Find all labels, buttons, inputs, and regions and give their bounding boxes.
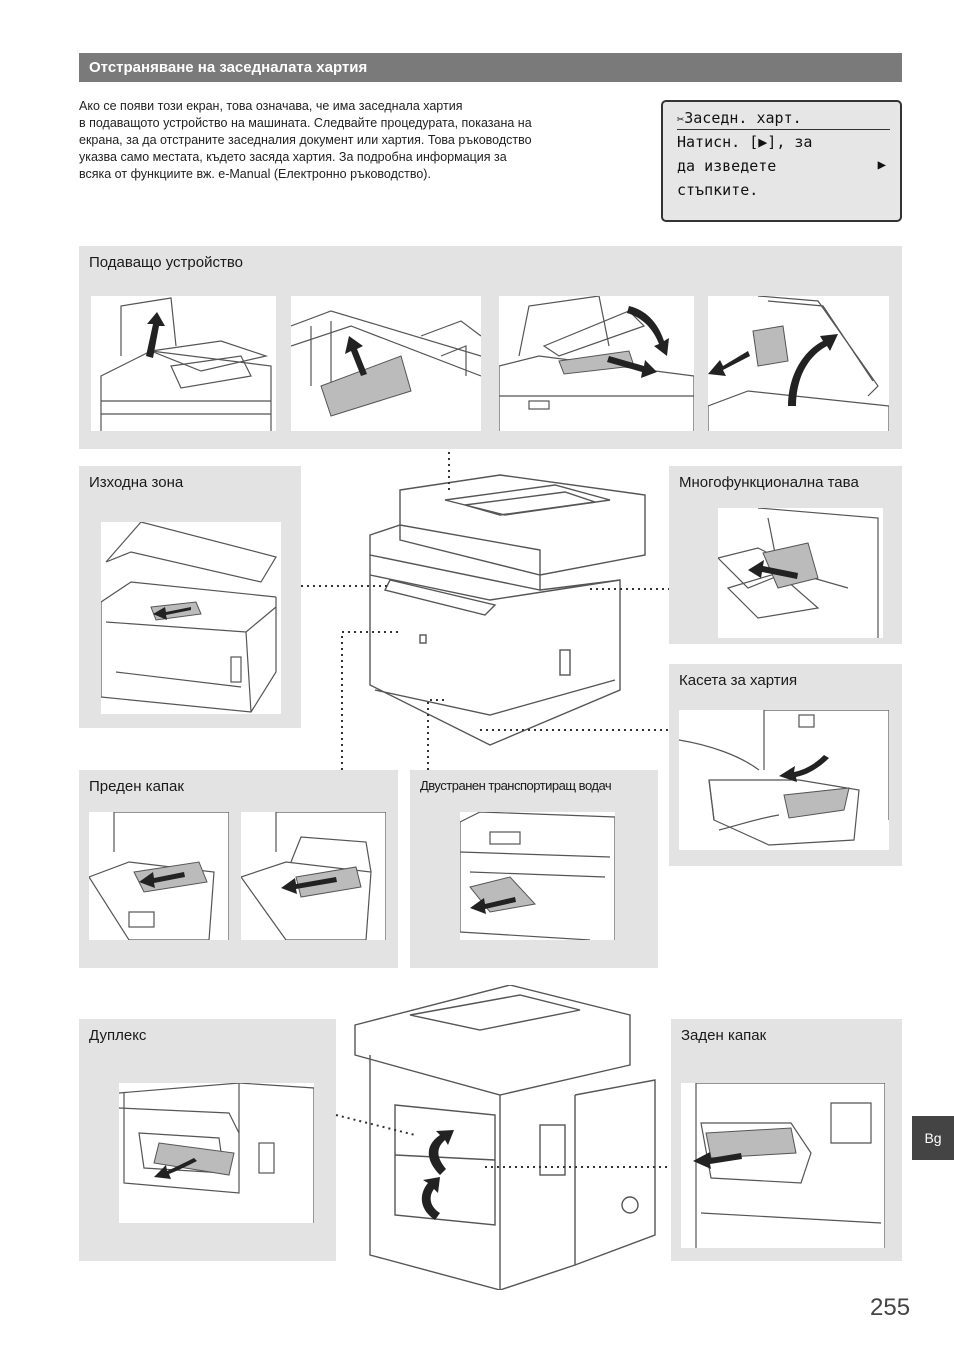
- intro-text: Ако се появи този екран, това означава, …: [79, 98, 639, 183]
- panel-duplex: Дуплекс: [79, 1019, 336, 1261]
- panel-duplex-transport-guide: Двустранен транспортиращ водач: [410, 770, 658, 968]
- feeder-step-2-illustration: [291, 296, 481, 431]
- feeder-step-1-illustration: [91, 296, 276, 431]
- multipurpose-tray-illustration: [718, 508, 883, 638]
- lcd-line-1: ✂Заседн. харт.: [677, 106, 890, 130]
- lcd-next-arrow-icon: ▶: [877, 157, 886, 173]
- panel-front-cover: Преден капак: [79, 770, 398, 968]
- panel-label-front-cover: Преден капак: [89, 778, 184, 795]
- panel-label-rear-cover: Заден капак: [681, 1027, 767, 1044]
- intro-line: екрана, за да отстраните заседналия доку…: [79, 133, 532, 147]
- intro-line: Ако се появи този екран, това означава, …: [79, 99, 463, 113]
- intro-line: указва само местата, където засяда харти…: [79, 150, 507, 164]
- panel-multipurpose-tray: Многофункционална тава: [669, 466, 902, 644]
- paper-cassette-illustration: [679, 710, 889, 850]
- front-cover-step-2-illustration: [241, 812, 386, 940]
- panel-output: Изходна зона: [79, 466, 301, 728]
- lcd-line-3: да изведете: [677, 157, 777, 175]
- panel-label-duplex: Дуплекс: [89, 1027, 147, 1044]
- paper-jam-icon: ✂: [677, 112, 685, 126]
- page-number: 255: [870, 1294, 911, 1321]
- section-title: Отстраняване на заседналата хартия: [79, 53, 902, 82]
- language-tab: Bg: [912, 1116, 954, 1160]
- lcd-line-2: Натисн. [▶], за: [677, 133, 813, 151]
- intro-line: в подаващото устройство на машината. Сле…: [79, 116, 532, 130]
- printer-rear-illustration: [350, 985, 660, 1290]
- lcd-line-4: стъпките.: [677, 181, 759, 199]
- lcd-screen: ✂Заседн. харт. Натисн. [▶], за да изведе…: [661, 100, 902, 222]
- panel-label-multipurpose: Многофункционална тава: [679, 474, 859, 491]
- duplex-transport-guide-illustration: [460, 812, 615, 940]
- printer-front-illustration: [355, 460, 665, 750]
- panel-paper-cassette: Касета за хартия: [669, 664, 902, 866]
- panel-feeder: Подаващо устройство: [79, 246, 902, 449]
- intro-line: всяка от функциите вж. e-Manual (Електро…: [79, 167, 431, 181]
- front-cover-step-1-illustration: [89, 812, 229, 940]
- output-area-illustration: [101, 522, 281, 714]
- panel-label-duplex-transport: Двустранен транспортиращ водач: [420, 778, 612, 793]
- rear-cover-illustration: [681, 1083, 885, 1248]
- panel-label-cassette: Касета за хартия: [679, 672, 798, 689]
- feeder-step-3-illustration: [499, 296, 694, 431]
- panel-rear-cover: Заден капак: [671, 1019, 902, 1261]
- duplex-illustration: [119, 1083, 314, 1223]
- panel-label-feeder: Подаващо устройство: [89, 254, 243, 271]
- feeder-step-4-illustration: [708, 296, 889, 431]
- panel-label-output: Изходна зона: [89, 474, 184, 491]
